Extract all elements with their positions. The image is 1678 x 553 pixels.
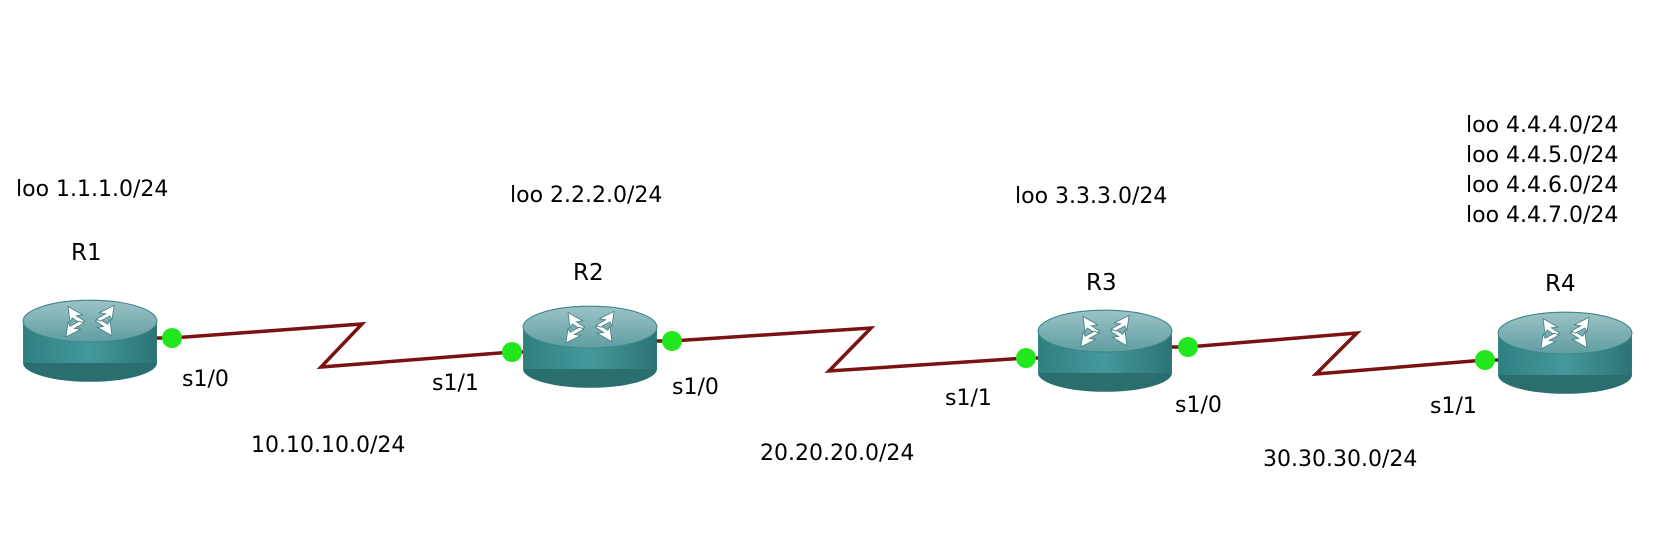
interface-port-link-2-left[interactable]: [662, 331, 682, 351]
subnet-label-link-2: 20.20.20.0/24: [760, 441, 914, 466]
loopback-label-r3: loo 3.3.3.0/24: [1015, 184, 1167, 209]
interface-port-link-1-right[interactable]: [502, 342, 522, 362]
loopback-label-r1: loo 1.1.1.0/24: [16, 177, 168, 202]
interface-label-r2-s1-1: s1/1: [432, 371, 479, 396]
router-icon-r4[interactable]: [1497, 311, 1633, 395]
router-name-r4: R4: [1545, 271, 1576, 297]
serial-link-1[interactable]: [154, 321, 526, 370]
router-icon-r2[interactable]: [522, 305, 658, 389]
router-name-r3: R3: [1086, 270, 1117, 296]
router-name-r1: R1: [71, 240, 102, 266]
interface-port-link-2-right[interactable]: [1016, 348, 1036, 368]
loopback-label-r4-4: loo 4.4.7.0/24: [1466, 203, 1618, 228]
interface-label-r4-s1-1: s1/1: [1430, 394, 1477, 419]
interface-port-link-1-left[interactable]: [162, 328, 182, 348]
loopback-label-r4-3: loo 4.4.6.0/24: [1466, 173, 1618, 198]
subnet-label-link-3: 30.30.30.0/24: [1263, 447, 1417, 472]
router-icon-r1[interactable]: [22, 299, 158, 383]
serial-link-3[interactable]: [1169, 330, 1501, 377]
router-name-r2: R2: [573, 260, 604, 286]
interface-label-r3-s1-0: s1/0: [1175, 393, 1222, 418]
serial-link-2[interactable]: [654, 325, 1041, 374]
loopback-label-r4-2: loo 4.4.5.0/24: [1466, 143, 1618, 168]
interface-port-link-3-right[interactable]: [1475, 350, 1495, 370]
loopback-label-r2: loo 2.2.2.0/24: [510, 183, 662, 208]
router-icon-r3[interactable]: [1037, 309, 1173, 393]
interface-label-r3-s1-1: s1/1: [945, 386, 992, 411]
loopback-label-r4-1: loo 4.4.4.0/24: [1466, 113, 1618, 138]
subnet-label-link-1: 10.10.10.0/24: [251, 433, 405, 458]
interface-label-r2-s1-0: s1/0: [672, 375, 719, 400]
interface-port-link-3-left[interactable]: [1178, 337, 1198, 357]
interface-label-r1-s1-0: s1/0: [182, 367, 229, 392]
